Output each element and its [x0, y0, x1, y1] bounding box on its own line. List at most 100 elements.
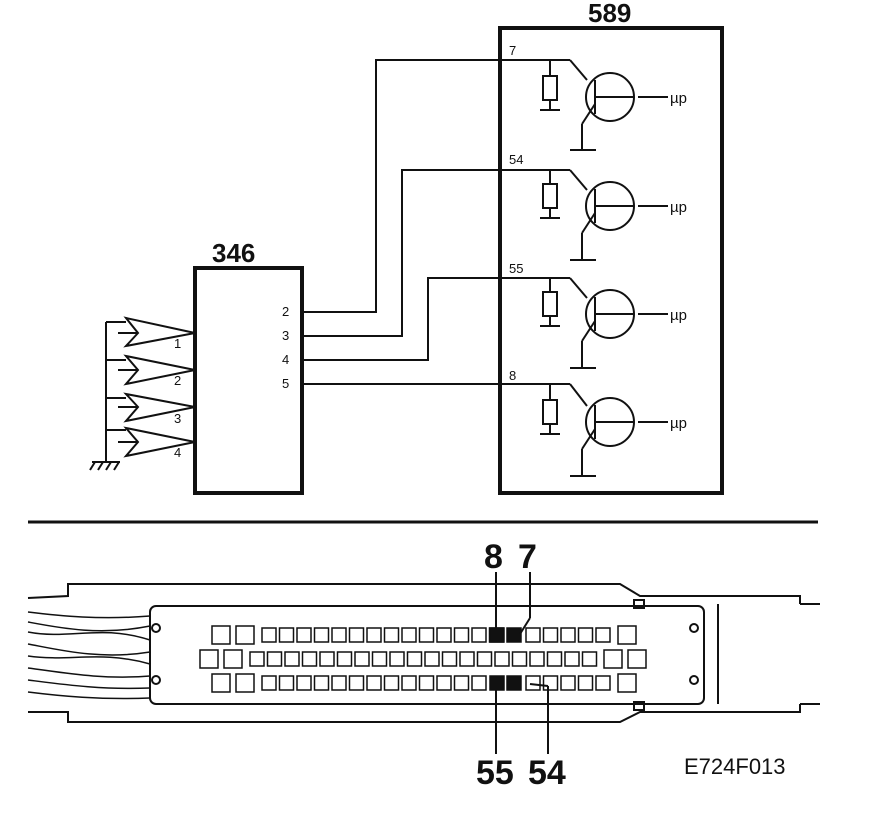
connector-pin-grid: [199, 625, 647, 693]
pin-cavity: [401, 675, 417, 691]
pin-cavity: [595, 627, 611, 643]
sensor-4: [106, 426, 196, 458]
pin-cavity-large: [235, 625, 255, 645]
pin-cavity: [542, 627, 559, 643]
pin-cavity: [511, 651, 528, 667]
pin-cavity: [476, 651, 493, 667]
box-346: [193, 266, 304, 495]
sensor-label: 3: [174, 411, 181, 426]
pin-cavity-large: [235, 673, 255, 693]
pin-cavity: [249, 651, 265, 667]
pin-cavity: [371, 651, 388, 667]
callout-bottom-label: 54: [528, 754, 566, 792]
pin-cavity: [564, 651, 580, 667]
sensor-2: [106, 354, 196, 386]
pin-cavity: [581, 651, 598, 667]
microprocessor-label: µp: [670, 415, 687, 432]
pin-cavity: [261, 627, 277, 643]
pin-cavity: [301, 651, 318, 667]
cable-bundle: [27, 611, 151, 700]
wire-pin2-to-7: [302, 59, 500, 313]
box-346-pin-label: 3: [282, 328, 289, 343]
pin-cavity: [471, 675, 487, 691]
microprocessor-label: µp: [670, 199, 687, 216]
pin-cavity: [278, 627, 295, 643]
pin-cavity: [313, 675, 330, 691]
pin-cavity: [595, 675, 611, 691]
pin-cavity: [577, 675, 594, 691]
pin-cavity: [453, 675, 470, 691]
pin-cavity-large: [211, 625, 231, 645]
pin-cavity-large: [223, 649, 243, 669]
pin-cavity: [406, 651, 423, 667]
pin-cavity: [383, 627, 400, 643]
pin-cavity: [546, 651, 563, 667]
pin-cavity: [542, 675, 559, 691]
pin-cavity: [266, 651, 283, 667]
callout-top-label: 8: [484, 538, 503, 576]
output-pin-label: 7: [509, 43, 516, 58]
pin-cavity-large: [603, 649, 623, 669]
pin-cavity: [494, 651, 510, 667]
pin-cavity: [436, 627, 452, 643]
pin-cavity: [261, 675, 277, 691]
pin-cavity: [525, 675, 541, 691]
pin-cavity: [296, 627, 312, 643]
pin-cavity-large: [211, 673, 231, 693]
pin-cavity: [348, 675, 365, 691]
wire-pin3-to-54: [302, 169, 500, 337]
pin-cavity: [331, 627, 347, 643]
pin-cavity: [436, 675, 452, 691]
sensor-3: [106, 392, 196, 423]
pin-cavity-54: [506, 675, 522, 691]
pin-cavity: [296, 675, 312, 691]
sensor-group: [89, 316, 196, 471]
pin-cavity: [401, 627, 417, 643]
sensor-label: 1: [174, 336, 181, 351]
pin-cavity: [418, 627, 435, 643]
pin-cavity: [319, 651, 335, 667]
pin-cavity: [577, 627, 594, 643]
callout-line-7b: [519, 617, 531, 635]
output-stage-8: [500, 383, 668, 477]
box-346-label: 346: [212, 238, 255, 268]
callout-top-label: 7: [518, 538, 537, 576]
pin-cavity: [313, 627, 330, 643]
output-pin-label: 55: [509, 261, 523, 276]
pin-cavity-large: [627, 649, 647, 669]
microprocessor-label: µp: [670, 307, 687, 324]
pin-cavity: [453, 627, 470, 643]
sensor-1: [106, 316, 196, 348]
callout-line-54b: [529, 683, 549, 687]
pin-cavity: [383, 675, 400, 691]
output-pin-label: 8: [509, 368, 516, 383]
pin-cavity: [459, 651, 475, 667]
pin-cavity: [418, 675, 435, 691]
pin-cavity-large: [617, 625, 637, 645]
callout-bottom-label: 55: [476, 754, 514, 792]
pin-cavity: [336, 651, 353, 667]
sensor-label: 4: [174, 445, 181, 460]
box-346-pin-label: 5: [282, 376, 289, 391]
wire-pin4-to-55: [302, 277, 500, 361]
box-346-pin-label: 2: [282, 304, 289, 319]
pin-cavity: [284, 651, 300, 667]
pin-cavity: [441, 651, 458, 667]
output-stage-54: [500, 169, 668, 261]
pin-cavity: [348, 627, 365, 643]
pin-cavity: [525, 627, 541, 643]
output-pin-label: 54: [509, 152, 523, 167]
pin-cavity: [389, 651, 405, 667]
box-589: [498, 26, 724, 495]
pin-cavity-large: [199, 649, 219, 669]
pin-cavity: [366, 675, 382, 691]
pin-cavity: [471, 627, 487, 643]
pin-cavity-large: [617, 673, 637, 693]
pin-cavity: [366, 627, 382, 643]
sensor-label: 2: [174, 373, 181, 388]
pin-cavity: [331, 675, 347, 691]
pin-cavity: [529, 651, 545, 667]
figure-code: E724F013: [684, 754, 786, 779]
pin-cavity: [278, 675, 295, 691]
